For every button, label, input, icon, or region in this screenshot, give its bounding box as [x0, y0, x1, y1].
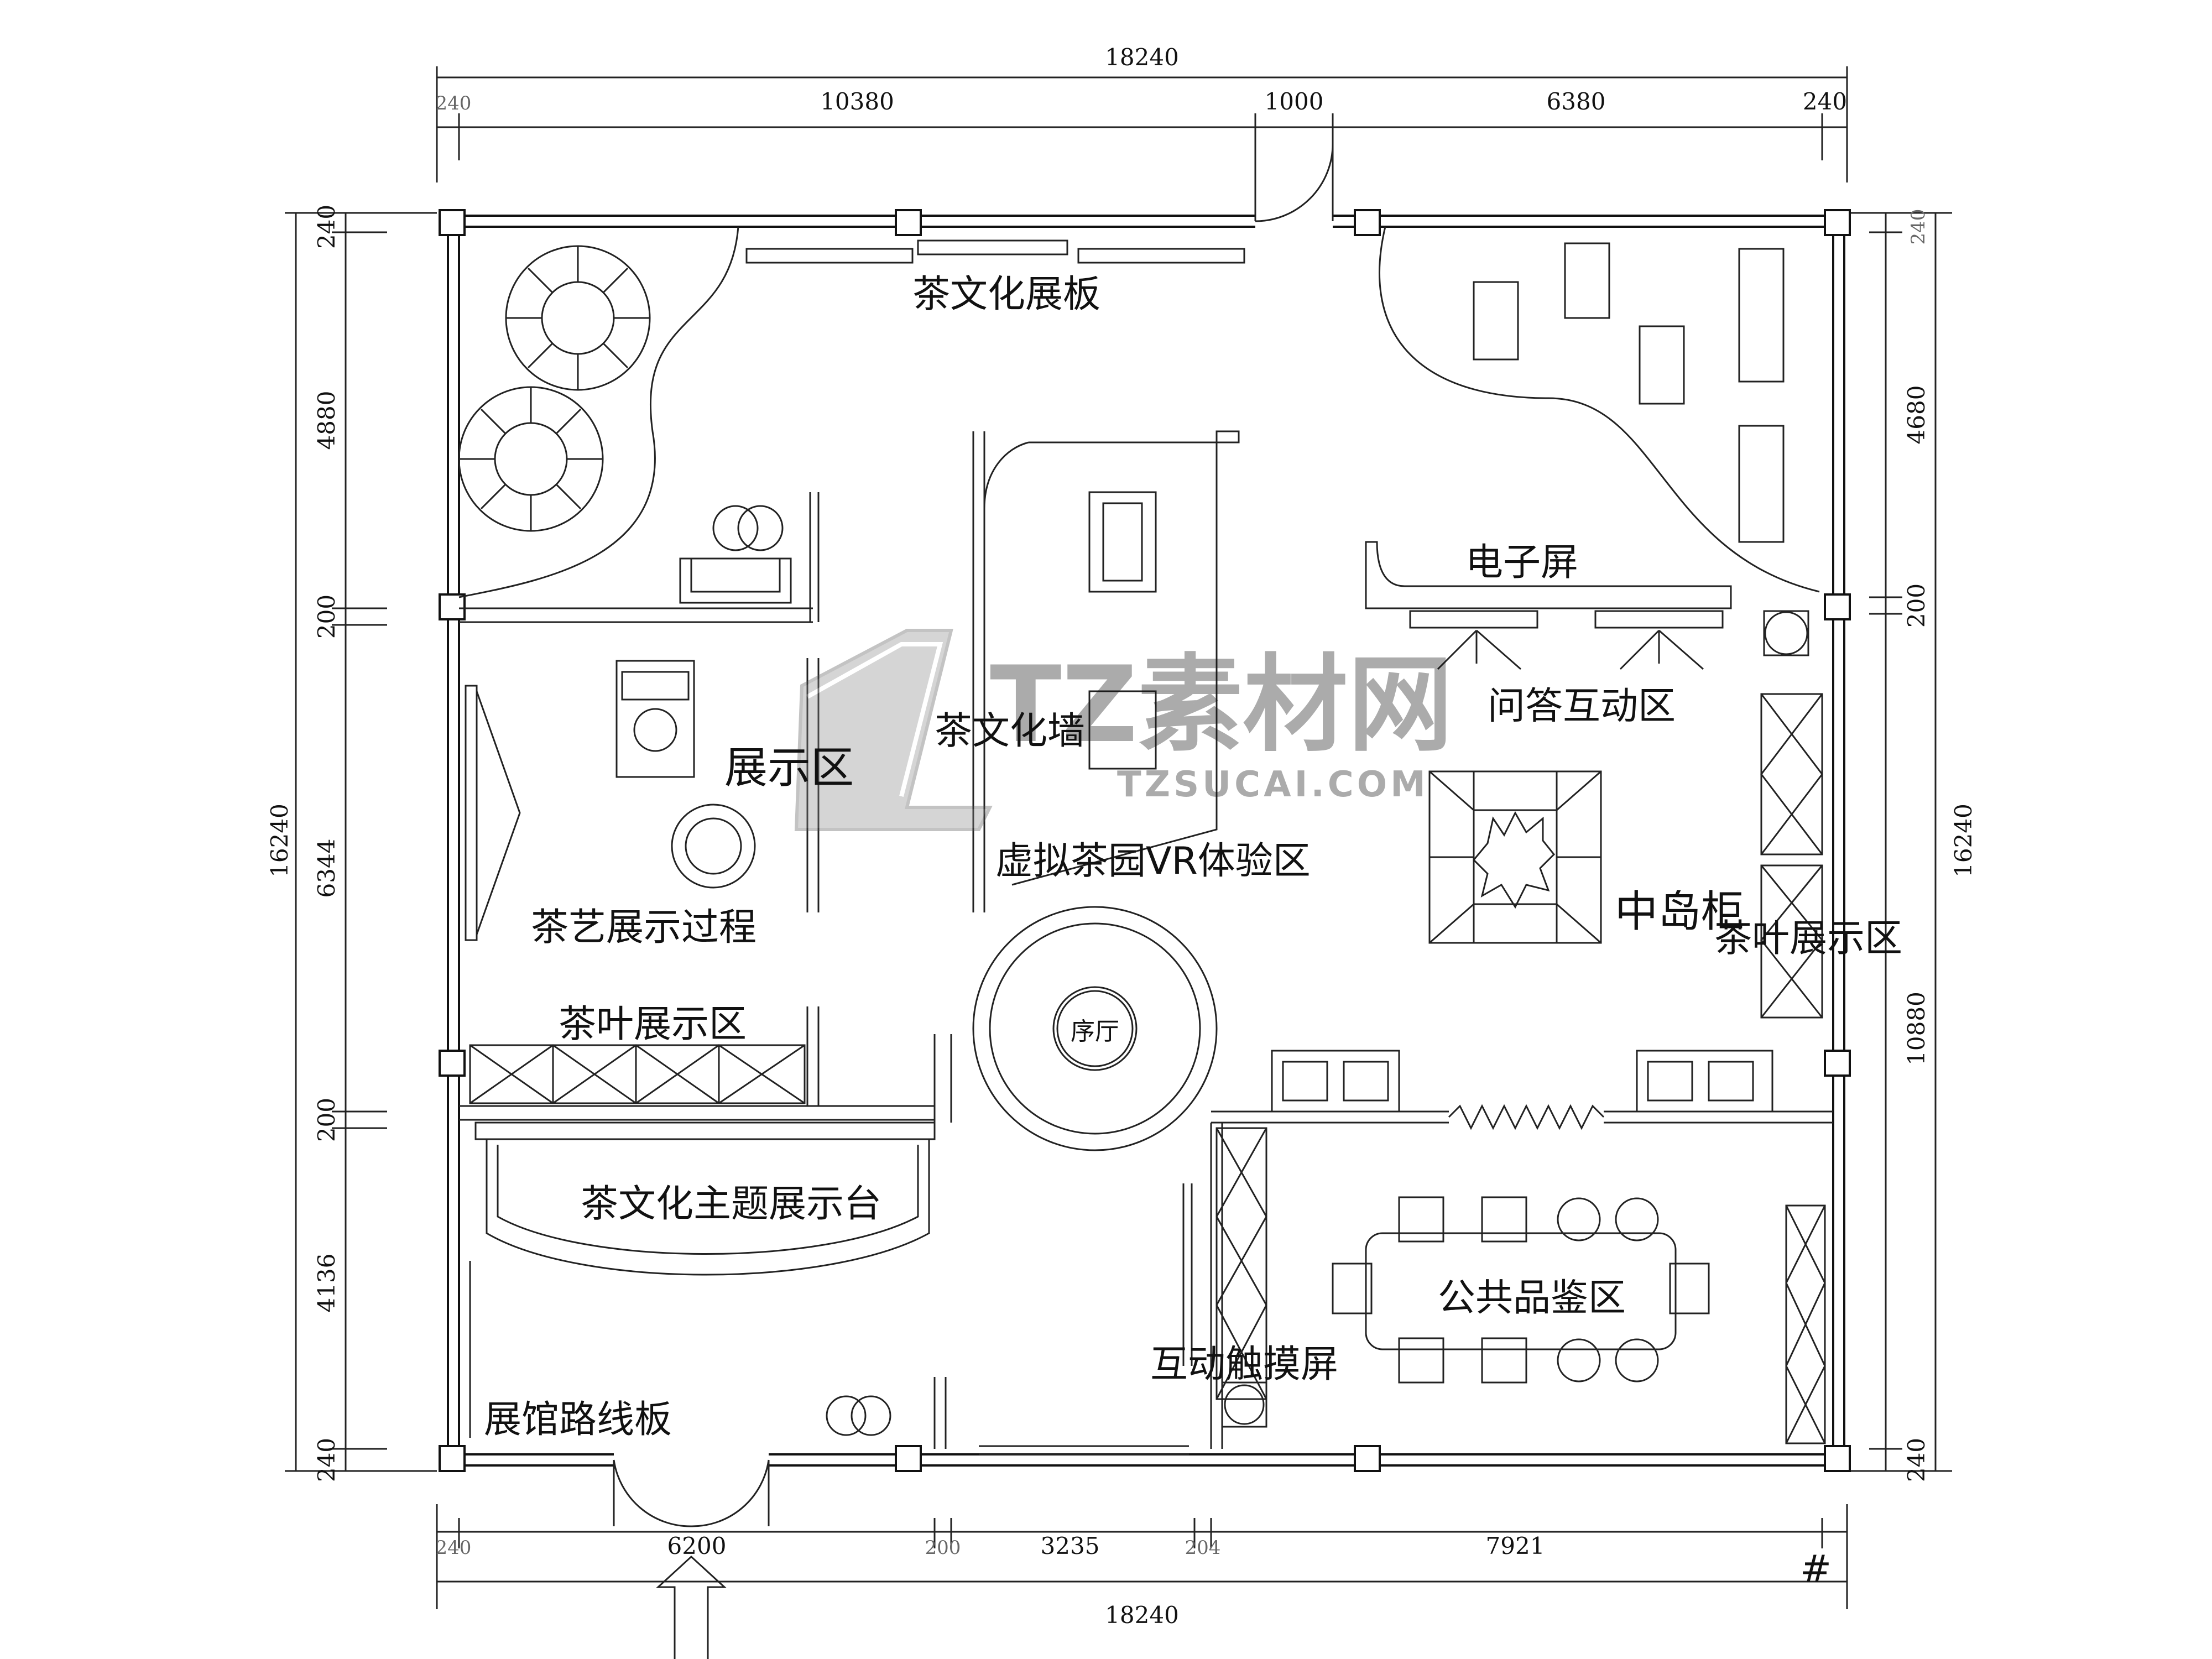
- label-exhibition-area: 展示区: [724, 743, 854, 793]
- watermark-logo: TZ素材网: [990, 644, 1453, 766]
- island-cabinet: [1428, 770, 1602, 944]
- dim-bottom-seg6: 7921: [1486, 1532, 1545, 1559]
- dim-left-seg2: 4880: [313, 391, 340, 450]
- dim-left-seg5: 200: [313, 1098, 340, 1142]
- dim-right-total: 16240: [1950, 804, 1977, 878]
- label-tea-leaf-display-right: 茶叶展示区: [1714, 917, 1902, 961]
- dim-top-seg5: 240: [1803, 88, 1847, 115]
- dim-left-seg7: 240: [313, 1438, 340, 1482]
- interior-walls: [458, 226, 1833, 1455]
- dim-right-seg4: 10880: [1903, 992, 1930, 1066]
- tea-art-items: [615, 660, 756, 889]
- right-cabinets: [1760, 610, 1823, 1019]
- dim-left-seg4: 6344: [313, 839, 340, 898]
- label-tea-leaf-display-left: 茶叶展示区: [559, 1003, 747, 1046]
- hall-rotunda: [972, 906, 1218, 1151]
- outer-walls: [439, 143, 1851, 1659]
- dim-left-seg3: 200: [313, 594, 340, 639]
- dim-left-seg6: 4136: [313, 1254, 340, 1313]
- dim-right-seg3: 200: [1903, 583, 1930, 628]
- label-route-board: 展馆路线板: [484, 1398, 672, 1442]
- dim-top-total: 18240: [1105, 44, 1179, 71]
- room-labels: 茶文化展板 电子屏 问答互动区 展示区 茶文化墙 虚拟茶园VR体验区 茶艺展示过…: [484, 273, 1902, 1591]
- label-qa-interaction: 问答互动区: [1488, 685, 1676, 728]
- tasting-table: [1271, 1050, 1773, 1384]
- right-display-blocks: [1473, 242, 1785, 543]
- dim-bottom-seg2: 6200: [667, 1532, 727, 1559]
- label-theme-stage: 茶文化主题展示台: [581, 1182, 881, 1226]
- watermark: TZ素材网 TZSUCAI.COM: [794, 629, 1453, 831]
- dim-right-seg2: 4680: [1903, 385, 1930, 445]
- hash-mark: #: [1800, 1547, 1832, 1591]
- tea-culture-panels: [745, 239, 1245, 264]
- label-hall: 序厅: [1071, 1018, 1119, 1046]
- label-tea-culture-wall: 茶文化墙: [935, 709, 1085, 753]
- dim-top-seg4: 6380: [1547, 88, 1606, 115]
- label-electronic-screen: 电子屏: [1465, 541, 1578, 585]
- round-tea-tables: [458, 245, 792, 604]
- label-public-tasting: 公共品鉴区: [1438, 1276, 1626, 1320]
- label-vr-area: 虚拟茶园VR体验区: [995, 839, 1311, 883]
- theme-stage: [469, 1121, 936, 1438]
- dimension-labels: 18240 240 10380 1000 6380 240 18240 240 …: [266, 44, 1977, 1629]
- label-island-cabinet: 中岛柜: [1615, 887, 1744, 937]
- dim-top-seg2: 10380: [820, 88, 894, 115]
- dim-left-seg1: 240: [313, 205, 340, 249]
- dim-top-seg1: 240: [436, 92, 472, 114]
- bottom-cabinets: [1215, 1127, 1826, 1444]
- label-tea-culture-panel: 茶文化展板: [912, 273, 1100, 316]
- dim-left-total: 16240: [266, 804, 293, 878]
- dim-bottom-total: 18240: [1105, 1601, 1179, 1629]
- dim-right-seg1: 240: [1907, 209, 1929, 245]
- screen-lights: [1409, 610, 1724, 670]
- dimension-lines: [285, 66, 1952, 1609]
- dim-bottom-seg4: 3235: [1041, 1532, 1100, 1559]
- dim-right-seg5: 240: [1903, 1438, 1930, 1482]
- label-tea-art-process: 茶艺展示过程: [531, 906, 757, 950]
- left-cabinets: [469, 1044, 806, 1104]
- watermark-url: TZSUCAI.COM: [1117, 764, 1429, 805]
- dim-bottom-seg5: 204: [1185, 1537, 1221, 1559]
- dim-top-seg3: 1000: [1265, 88, 1324, 115]
- dim-bottom-seg3: 200: [925, 1537, 961, 1559]
- dim-bottom-seg1: 240: [436, 1537, 472, 1559]
- label-touch-screen: 互动触摸屏: [1150, 1343, 1338, 1386]
